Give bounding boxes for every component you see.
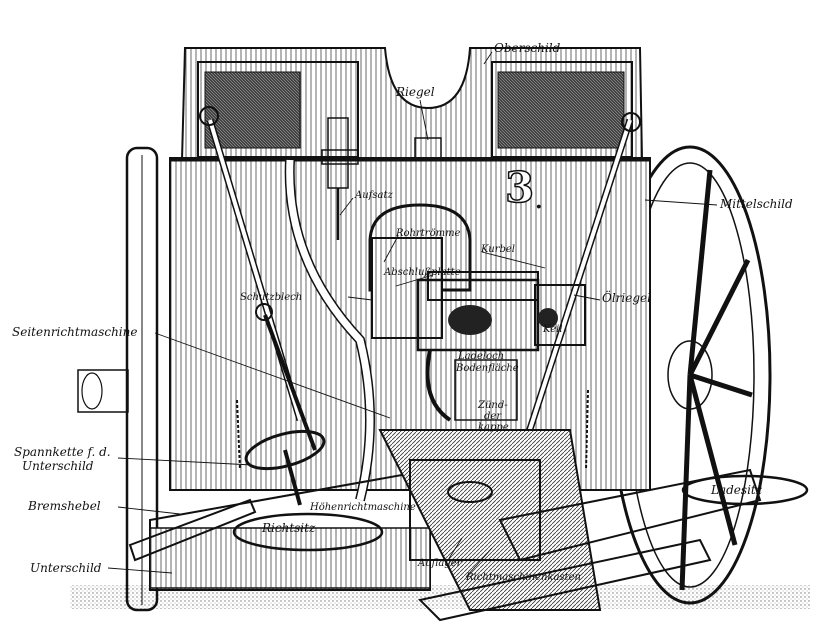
label-zuendkappe-line1: Zünd- <box>477 400 508 411</box>
label-schutzblech: Schutzblech <box>240 292 302 303</box>
shield-number: 3 . <box>504 162 544 216</box>
label-zuendkappe-line3: kappe <box>478 422 509 433</box>
trail-and-lower-shield <box>149 429 762 622</box>
label-ladeloch-line1: Ladeloch <box>457 351 504 362</box>
label-zuendkappe-line2: der <box>484 411 502 422</box>
label-oberschild: Oberschild <box>494 41 561 55</box>
shield-number-dot: . <box>534 181 544 216</box>
label-unterschild: Unterschild <box>30 561 102 575</box>
label-rohrtromme: Rohrtrömme <box>395 228 461 239</box>
label-keil: Keil <box>542 324 563 335</box>
traverse-handwheel <box>244 429 326 506</box>
leader-lines <box>107 51 718 578</box>
gun-breech <box>368 203 586 422</box>
label-riegel: Riegel <box>395 85 435 99</box>
gun-sight <box>321 117 359 240</box>
left-wheel <box>77 146 159 612</box>
tension-chain-right <box>585 389 589 471</box>
label-abschlussplatte: Abschlußplatte <box>383 267 461 278</box>
label-bremshebel: Bremshebel <box>27 499 101 513</box>
label-richtsitz: Richtsitz <box>261 521 316 535</box>
label-aufsatz: Aufsatz <box>354 190 393 201</box>
label-mittelschild: Mittelschild <box>719 197 793 211</box>
label-hoehenrichtmaschine: Höhenrichtmaschine <box>309 502 416 513</box>
upper-shield <box>180 47 644 191</box>
label-ladesitz: Ladesitz <box>710 483 763 497</box>
trail-handspikes <box>199 106 641 462</box>
labels: Oberschild Riegel Mittelschild Aufsatz R… <box>12 41 793 583</box>
shield-number-text: 3 <box>505 163 534 212</box>
label-richtmaschinenkasten: Richtmaschinenkasten <box>465 572 581 583</box>
label-spannkette-line2: Unterschild <box>22 459 94 473</box>
label-auflager: Auflager <box>417 558 463 569</box>
label-spannkette-line1: Spannkette f. d. <box>14 445 111 459</box>
label-kurbel: Kurbel <box>480 244 515 255</box>
seats <box>128 474 809 562</box>
label-oelriegel: Ölriegel <box>602 289 651 305</box>
tension-chain <box>236 399 241 471</box>
label-ladeloch-line2: Bodenfläche <box>455 363 519 374</box>
label-seitenrichtmaschine: Seitenrichtmaschine <box>12 325 137 339</box>
